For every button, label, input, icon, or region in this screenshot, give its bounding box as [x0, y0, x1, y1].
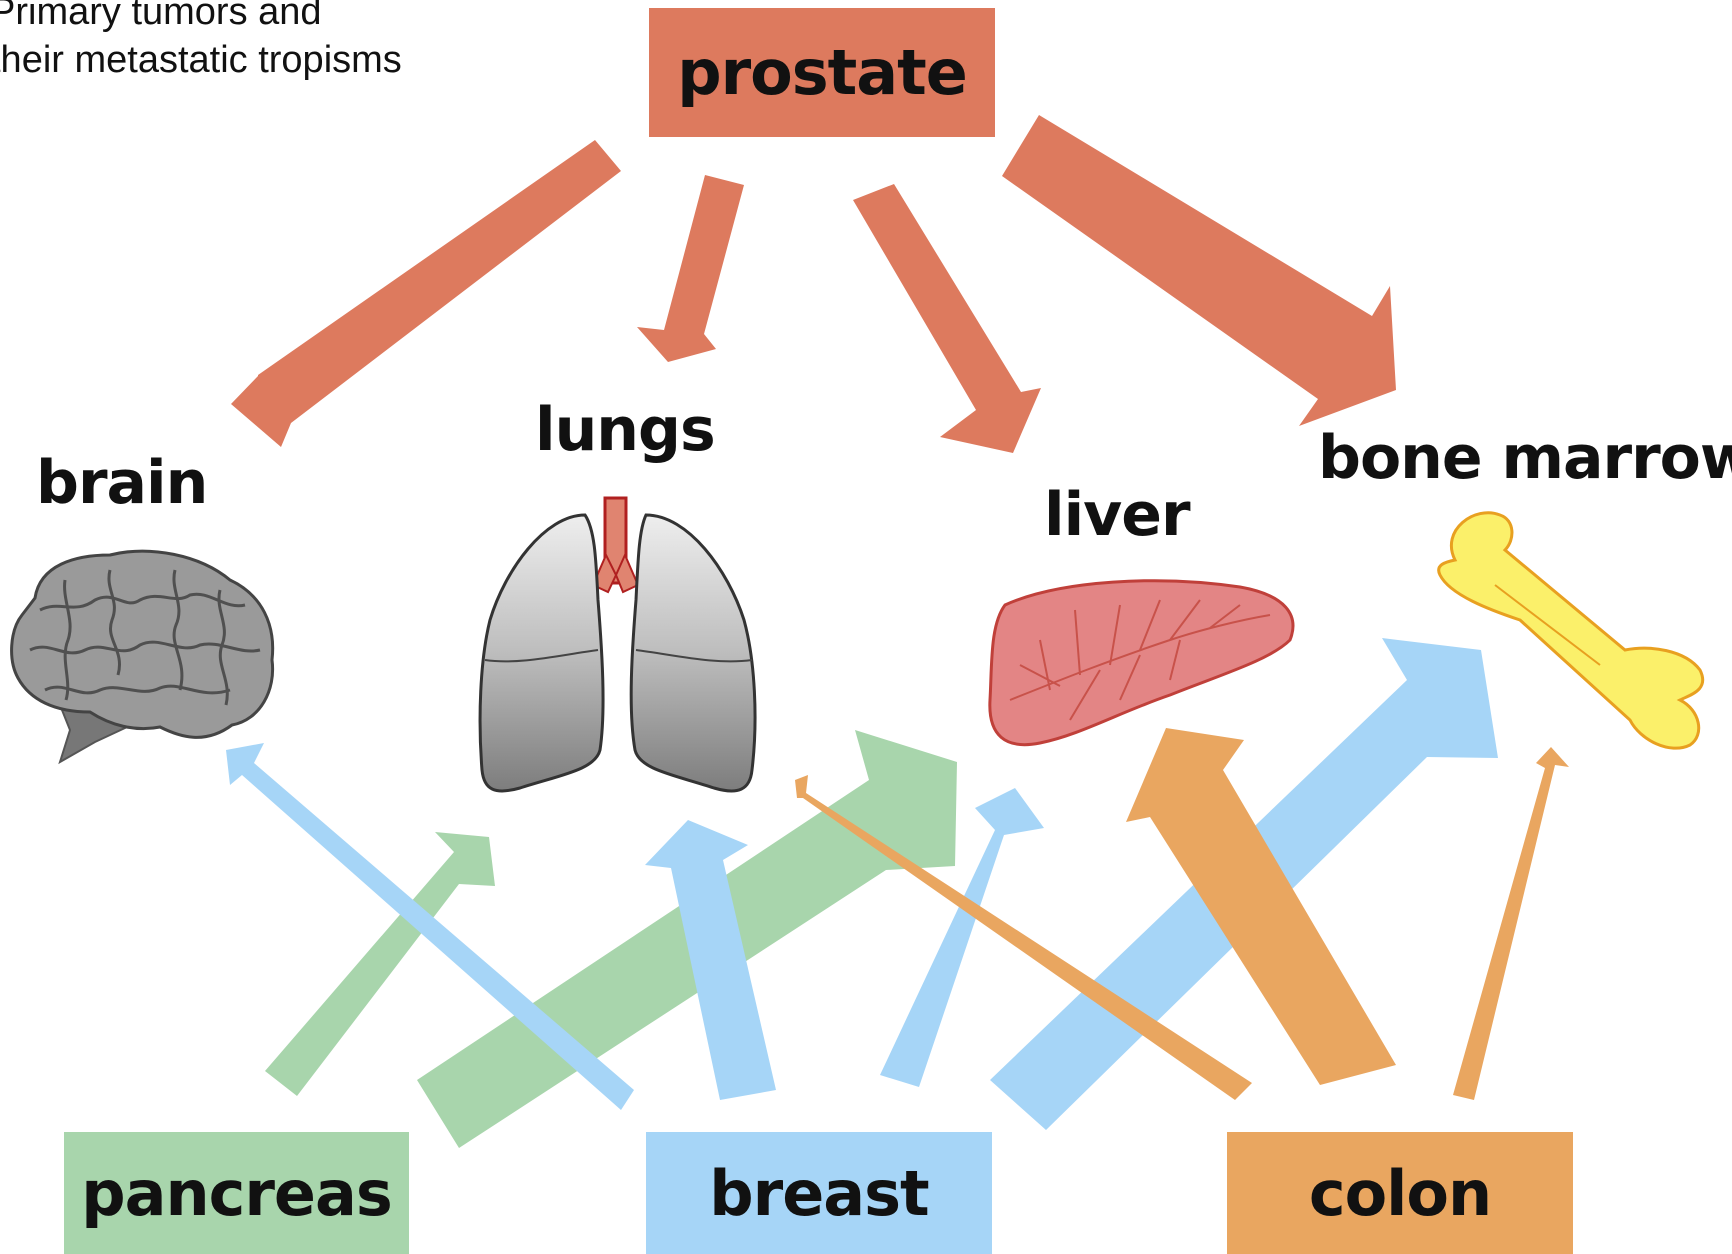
target-label-liver: liver [1044, 480, 1190, 550]
figure-caption: Primary tumors and their metastatic trop… [0, 0, 402, 84]
primary-box-colon: colon [1227, 1132, 1573, 1254]
arrow-colon-to-bone-marrow [1453, 747, 1569, 1100]
primary-box-pancreas: pancreas [64, 1132, 409, 1254]
primary-label-breast: breast [709, 1157, 928, 1230]
primary-box-prostate: prostate [649, 8, 995, 137]
caption-line-1: Primary tumors and [0, 0, 402, 36]
liver-icon [990, 581, 1293, 745]
primary-label-prostate: prostate [677, 36, 967, 109]
primary-box-breast: breast [646, 1132, 992, 1254]
target-label-bone-marrow: bone marrow [1318, 423, 1732, 493]
lungs-icon [480, 498, 755, 791]
primary-label-pancreas: pancreas [81, 1157, 391, 1230]
brain-icon [12, 551, 273, 762]
caption-line-2: their metastatic tropisms [0, 36, 402, 84]
target-label-brain: brain [36, 448, 207, 518]
arrow-prostate-to-lungs [637, 175, 744, 362]
primary-label-colon: colon [1309, 1157, 1491, 1230]
arrow-prostate-to-liver [853, 184, 1041, 453]
target-label-lungs: lungs [535, 395, 715, 465]
arrow-prostate-to-bone-marrow [1002, 115, 1396, 426]
